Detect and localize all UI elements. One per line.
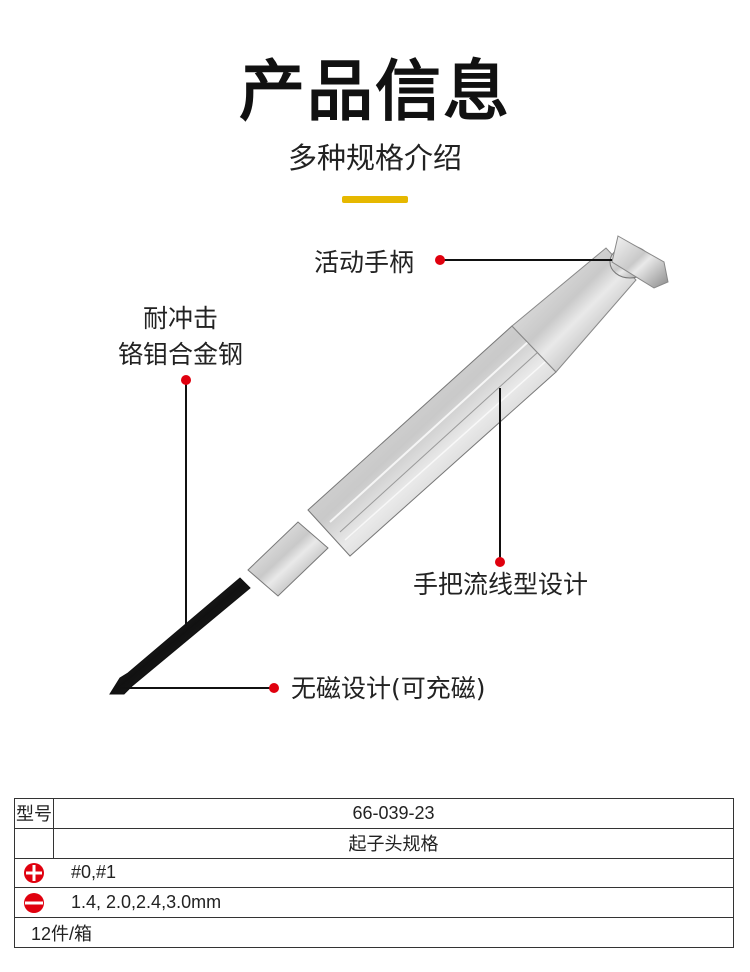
spec-row-phillips: #0,#1 bbox=[14, 857, 734, 889]
callout-handle: 活动手柄 bbox=[314, 248, 415, 277]
spec-row-packing: 12件/箱 bbox=[14, 917, 734, 948]
callout-material-line1: 耐冲击 bbox=[143, 304, 219, 333]
spec-table: 型号 66-039-23 起子头规格 #0,#1 bbox=[14, 798, 734, 948]
page-title: 产品信息 bbox=[239, 53, 511, 130]
callout-dot-handle bbox=[435, 255, 445, 265]
packing-value: 12件/箱 bbox=[14, 917, 734, 948]
swivel-cap bbox=[609, 235, 669, 289]
slotted-bit-icon bbox=[15, 892, 53, 914]
model-label: 型号 bbox=[14, 798, 54, 829]
screwdriver-shaft bbox=[109, 577, 251, 695]
callout-dot-material bbox=[181, 375, 191, 385]
screwdriver-grip bbox=[307, 325, 557, 557]
callout-dots bbox=[181, 255, 505, 693]
callout-grip: 手把流线型设计 bbox=[413, 570, 589, 599]
bit-header-empty-cell bbox=[14, 827, 54, 859]
callout-tip: 无磁设计(可充磁) bbox=[291, 674, 486, 703]
model-value: 66-039-23 bbox=[53, 798, 734, 829]
screwdriver-collar bbox=[247, 521, 329, 597]
callout-material-line2: 铬钼合金钢 bbox=[118, 340, 244, 369]
page-subtitle: 多种规格介绍 bbox=[287, 141, 462, 175]
spec-row-slotted: 1.4, 2.0,2.4,3.0mm bbox=[14, 887, 734, 919]
callout-lines bbox=[120, 259, 612, 689]
callout-dot-grip bbox=[495, 557, 505, 567]
screwdriver-upper-shaft bbox=[511, 247, 637, 373]
bit-spec-header: 起子头规格 bbox=[53, 827, 734, 859]
phillips-bit-icon bbox=[15, 862, 53, 884]
slotted-value: 1.4, 2.0,2.4,3.0mm bbox=[71, 892, 222, 913]
accent-bar bbox=[342, 196, 408, 203]
phillips-value: #0,#1 bbox=[71, 862, 117, 883]
spec-row-bit-header: 起子头规格 bbox=[14, 827, 734, 859]
spec-row-model: 型号 66-039-23 bbox=[14, 798, 734, 829]
callout-dot-tip bbox=[269, 683, 279, 693]
screwdriver-illustration bbox=[109, 235, 669, 695]
